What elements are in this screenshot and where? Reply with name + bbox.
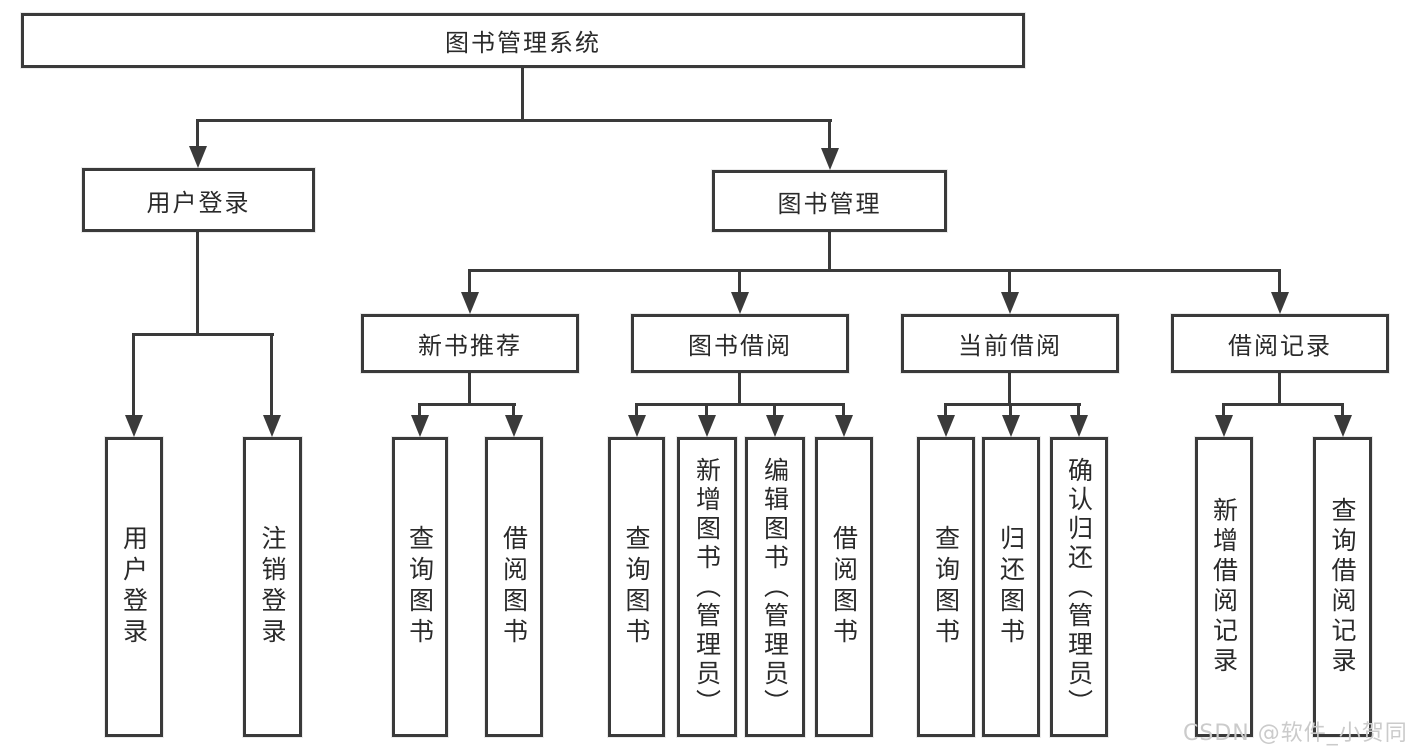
connector-drop <box>705 405 708 417</box>
node-borrow-record: 借阅记录 <box>1171 314 1389 373</box>
arrow-down-icon <box>1001 292 1019 314</box>
leaf-query-book-1: 查询图书 <box>392 437 448 737</box>
leaf-logout: 注销登录 <box>243 437 302 737</box>
node-label: 图书借阅 <box>688 332 792 360</box>
node-book-management: 图书管理 <box>712 170 947 232</box>
connector-drop <box>842 405 845 417</box>
connector-stem <box>1008 373 1011 405</box>
connector-drop <box>468 271 471 297</box>
arrow-down-icon <box>505 415 523 437</box>
connector-drop <box>635 405 638 417</box>
node-label: 查询图书 <box>405 525 435 649</box>
connector-drop <box>196 121 199 148</box>
arrow-down-icon <box>125 415 143 437</box>
connector-drop <box>418 405 421 417</box>
connector-stem <box>738 373 741 405</box>
node-label: 查询图书 <box>622 525 651 649</box>
arrow-down-icon <box>821 148 839 170</box>
connector-rail <box>1222 403 1344 406</box>
arrow-down-icon <box>1002 415 1020 437</box>
connector-drop <box>132 335 135 417</box>
node-label: 当前借阅 <box>958 332 1062 360</box>
node-label: 借阅记录 <box>1228 332 1332 360</box>
leaf-add-book-admin: 新增图书（管理员） <box>677 437 737 737</box>
node-label: 查询借阅记录 <box>1328 497 1357 677</box>
leaf-query-book-3: 查询图书 <box>917 437 975 737</box>
connector-drop <box>1278 271 1281 297</box>
node-label: 确认归还（管理员） <box>1064 456 1094 718</box>
arrow-down-icon <box>766 415 784 437</box>
leaf-borrow-book-1: 借阅图书 <box>485 437 543 737</box>
node-book-borrow: 图书借阅 <box>631 314 849 373</box>
connector-drop <box>1077 405 1080 417</box>
arrow-down-icon <box>835 415 853 437</box>
node-new-book-recommend: 新书推荐 <box>361 314 579 373</box>
connector-drop <box>1008 271 1011 297</box>
arrow-down-icon <box>1070 415 1088 437</box>
node-label: 新书推荐 <box>418 332 522 360</box>
node-user-login: 用户登录 <box>82 168 315 232</box>
connector-stem <box>1278 373 1281 405</box>
leaf-query-borrow-record: 查询借阅记录 <box>1313 437 1372 737</box>
connector-login-rail <box>132 333 274 336</box>
connector-drop <box>773 405 776 417</box>
node-current-borrow: 当前借阅 <box>901 314 1119 373</box>
connector-drop <box>270 335 273 417</box>
connector-level3-rail <box>468 269 1281 272</box>
node-label: 新增借阅记录 <box>1209 497 1239 677</box>
node-label: 借阅图书 <box>829 525 859 649</box>
node-root: 图书管理系统 <box>21 13 1025 68</box>
arrow-down-icon <box>937 415 955 437</box>
connector-drop <box>828 121 831 150</box>
node-label: 借阅图书 <box>499 525 529 649</box>
connector-rail <box>418 403 516 406</box>
arrow-down-icon <box>731 292 749 314</box>
node-label: 归还图书 <box>996 525 1026 649</box>
connector-stem <box>468 373 471 405</box>
arrow-down-icon <box>461 292 479 314</box>
leaf-add-borrow-record: 新增借阅记录 <box>1195 437 1253 737</box>
arrow-down-icon <box>628 415 646 437</box>
connector-drop <box>738 271 741 297</box>
leaf-query-book-2: 查询图书 <box>608 437 665 737</box>
leaf-confirm-return-admin: 确认归还（管理员） <box>1050 437 1108 737</box>
node-label: 编辑图书（管理员） <box>760 456 790 718</box>
connector-rail <box>944 403 1081 406</box>
leaf-return-book: 归还图书 <box>982 437 1040 737</box>
leaf-borrow-book-2: 借阅图书 <box>815 437 873 737</box>
connector-root-stem <box>521 68 524 121</box>
arrow-down-icon <box>698 415 716 437</box>
connector-mgmt-stem <box>828 232 831 271</box>
node-label: 图书管理 <box>777 189 882 218</box>
connector-drop <box>1222 405 1225 417</box>
connector-drop <box>512 405 515 417</box>
arrow-down-icon <box>1271 292 1289 314</box>
node-label: 用户登录 <box>119 525 149 649</box>
arrow-down-icon <box>1215 415 1233 437</box>
connector-drop <box>944 405 947 417</box>
arrow-down-icon <box>1334 415 1352 437</box>
arrow-down-icon <box>411 415 429 437</box>
node-label: 图书管理系统 <box>445 29 601 57</box>
connector-drop <box>1009 405 1012 417</box>
connector-rail <box>635 403 845 406</box>
connector-drop <box>1341 405 1344 417</box>
node-label: 用户登录 <box>146 188 251 217</box>
connector-login-stem <box>196 232 199 336</box>
leaf-edit-book-admin: 编辑图书（管理员） <box>745 437 805 737</box>
arrow-down-icon <box>263 415 281 437</box>
leaf-user-login: 用户登录 <box>105 437 163 737</box>
node-label: 查询图书 <box>931 525 961 649</box>
node-label: 新增图书（管理员） <box>692 456 722 718</box>
node-label: 注销登录 <box>258 525 287 649</box>
csdn-watermark: CSDN @软件_小贺同学 <box>1183 721 1405 746</box>
arrow-down-icon <box>189 146 207 168</box>
connector-level2-rail <box>196 119 832 122</box>
